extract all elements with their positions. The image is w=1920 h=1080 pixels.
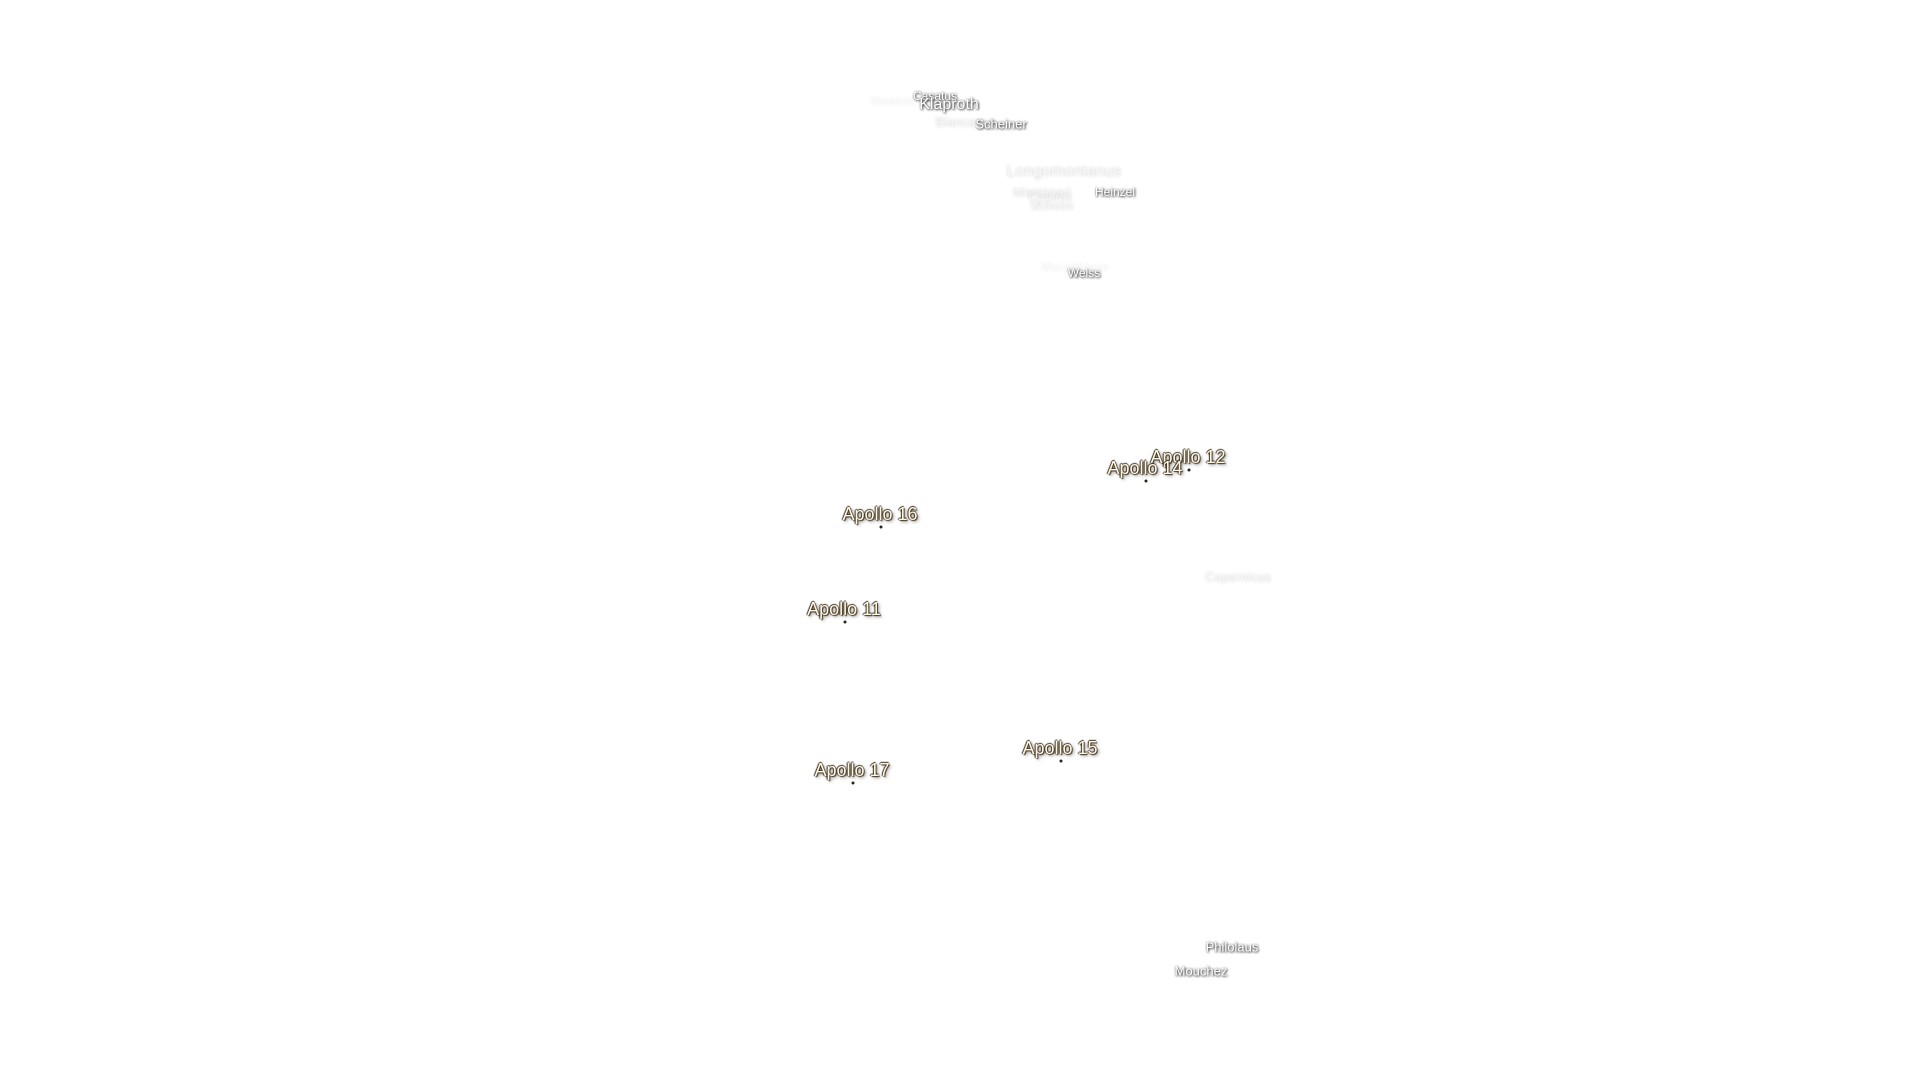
crater-label-newton[interactable]: Newton <box>870 93 916 109</box>
crater-label-copernicus[interactable]: Copernicus <box>1205 569 1271 585</box>
crater-label-scheiner[interactable]: Scheiner <box>975 116 1027 132</box>
crater-label-montanari[interactable]: Montanari <box>1013 184 1071 200</box>
apollo-site-label-12[interactable]: Apollo 12 <box>1150 447 1226 467</box>
apollo-site-label-11[interactable]: Apollo 11 <box>807 599 881 619</box>
crater-label-casatus[interactable]: Casatus <box>912 89 958 103</box>
crater-label-philolaus[interactable]: Philolaus <box>1205 939 1259 955</box>
crater-label-longomontanus[interactable]: Longomontanus <box>1006 163 1122 180</box>
crater-label-wilhelm[interactable]: Wilhelm <box>1030 199 1074 213</box>
apollo-site-label-16[interactable]: Apollo 16 <box>842 504 918 524</box>
apollo-11-site-marker-icon[interactable] <box>843 620 847 624</box>
crater-label-cysatus[interactable]: Cysatus <box>1028 190 1072 204</box>
apollo-15-site-marker-icon[interactable] <box>1059 759 1063 763</box>
crater-label-blancanus[interactable]: Blancanus <box>935 114 997 130</box>
apollo-17-site-marker-icon[interactable] <box>851 781 855 785</box>
apollo-site-label-15[interactable]: Apollo 15 <box>1022 738 1098 758</box>
crater-label-wurzelbauer[interactable]: Wurzelbauer <box>1041 260 1109 274</box>
apollo-site-label-17[interactable]: Apollo 17 <box>814 760 890 780</box>
apollo-12-site-marker-icon[interactable] <box>1187 468 1191 472</box>
crater-label-klaproth[interactable]: Klaproth <box>919 96 979 113</box>
crater-label-heinzel[interactable]: Heinzel <box>1094 185 1136 199</box>
apollo-16-site-marker-icon[interactable] <box>879 525 883 529</box>
apollo-14-site-marker-icon[interactable] <box>1144 479 1148 483</box>
crater-label-weiss[interactable]: Weiss <box>1067 266 1101 280</box>
apollo-site-label-14[interactable]: Apollo 14 <box>1107 458 1183 478</box>
crater-label-mouchez[interactable]: Mouchez <box>1174 963 1228 979</box>
